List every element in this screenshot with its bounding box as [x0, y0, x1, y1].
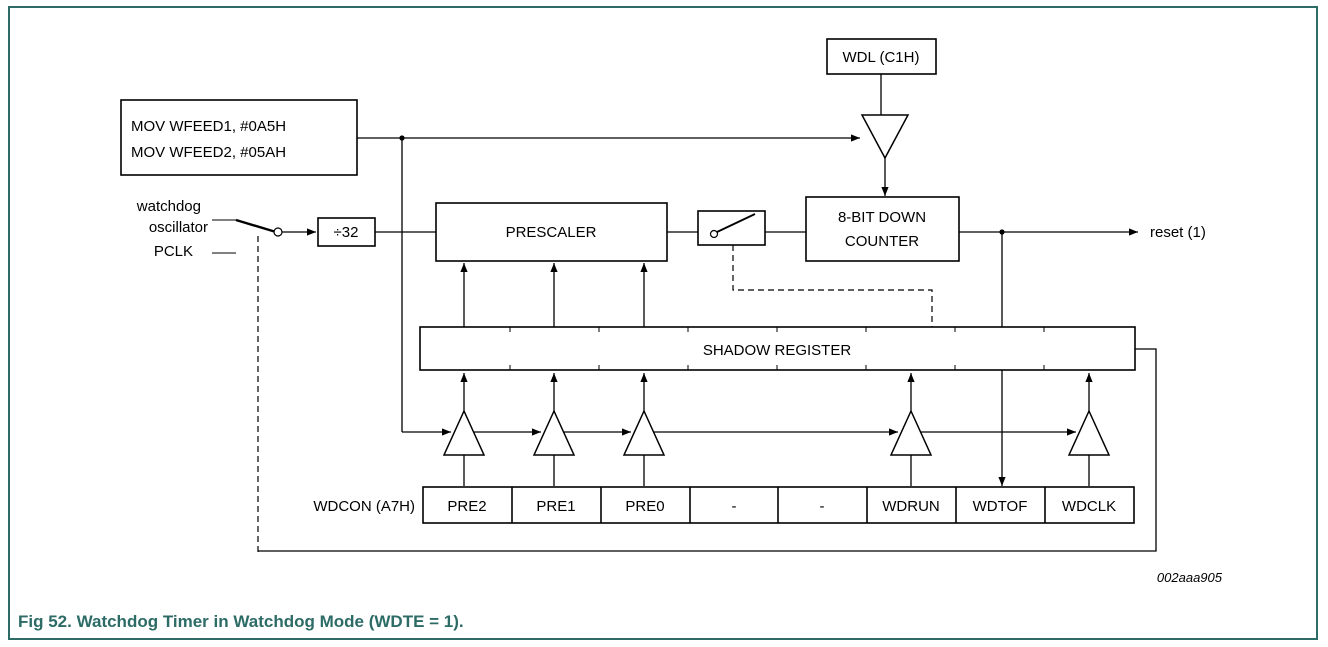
divider-box: ÷32 [317, 217, 376, 247]
wdcon-bit-wdrun: WDRUN [882, 498, 940, 515]
prescaler-label: PRESCALER [506, 224, 597, 241]
divider-label: ÷32 [334, 224, 359, 241]
feed-instruction-line-2: MOV WFEED2, #05AH [131, 144, 286, 161]
wdcon-bit-reserved-2: - [820, 498, 825, 515]
figure-id: 002aaa905 [1157, 570, 1223, 585]
figure-caption: Fig 52. Watchdog Timer in Watchdog Mode … [18, 612, 464, 631]
feed-instruction-box: MOV WFEED1, #0A5H MOV WFEED2, #05AH [120, 99, 358, 176]
wdcon-bit-wdtof: WDTOF [973, 498, 1028, 515]
pclk-label: PCLK [154, 243, 193, 260]
down-counter-box: 8-BIT DOWN COUNTER [805, 196, 960, 262]
pre0-buffer [622, 373, 666, 486]
counter-label-line-2: COUNTER [845, 233, 919, 250]
oscillator-label: oscillator [149, 219, 208, 236]
pre2-buffer [442, 373, 486, 486]
wdcon-register: PRE2 PRE1 PRE0 - - WDRUN WDTOF WDCLK [422, 486, 1135, 524]
reset-output-label: reset (1) [1150, 224, 1206, 241]
wdcon-label: WDCON (A7H) [313, 498, 415, 515]
run-switch [697, 210, 766, 246]
clock-select-switch [235, 218, 277, 234]
wdcon-bit-reserved-1: - [732, 498, 737, 515]
run-switch-dash [732, 245, 933, 327]
wdrun-buffer [889, 373, 933, 486]
switch-pivot [273, 227, 283, 237]
wdl-buffer [860, 114, 910, 160]
wdcon-bit-pre1: PRE1 [536, 498, 575, 515]
wdclk-buffer [1067, 373, 1111, 486]
watchdog-label: watchdog [136, 198, 201, 215]
wdcon-bit-wdclk: WDCLK [1062, 498, 1116, 515]
wdl-box: WDL (C1H) [826, 38, 937, 75]
pre1-buffer [532, 373, 576, 486]
counter-label-line-1: 8-BIT DOWN [838, 209, 926, 226]
clock-select-feedback-wire [258, 348, 1157, 552]
prescaler-box: PRESCALER [435, 202, 668, 262]
wdcon-bit-pre2: PRE2 [447, 498, 486, 515]
wdl-label: WDL (C1H) [843, 49, 920, 66]
shadow-register-label: SHADOW REGISTER [703, 342, 852, 359]
shadow-register: SHADOW REGISTER [419, 326, 1136, 371]
feed-instruction-line-1: MOV WFEED1, #0A5H [131, 118, 286, 135]
wdcon-bit-pre0: PRE0 [625, 498, 664, 515]
